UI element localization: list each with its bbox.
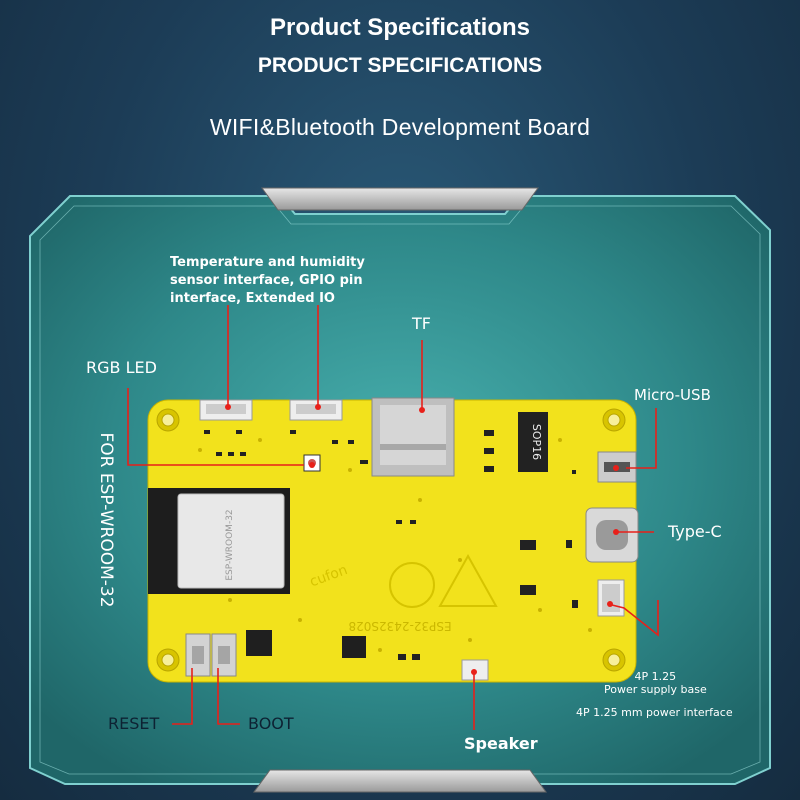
- power-base-line-1: 4P 1.25: [634, 670, 677, 683]
- sensor-interface-line-3: interface, Extended IO: [170, 291, 335, 306]
- sensor-interface-line-1: Temperature and humidity: [170, 255, 365, 270]
- pcb-board: ESP-WROOM-32 SOP16: [147, 397, 639, 683]
- chip-label: SOP16: [530, 424, 543, 460]
- page-title-caps: PRODUCT SPECIFICATIONS: [257, 54, 543, 77]
- power-base-line-2: Power supply base: [604, 683, 707, 696]
- reset-label: RESET: [108, 714, 160, 733]
- sensor-interface-line-2: sensor interface, GPIO pin: [170, 273, 363, 288]
- callout-lines: [127, 305, 659, 730]
- sensor-interface-label: Temperature and humidity sensor interfac…: [170, 254, 365, 308]
- page-subtitle: WIFI&Bluetooth Development Board: [209, 114, 591, 140]
- module-text: ESP-WROOM-32: [225, 509, 235, 580]
- speaker-label: Speaker: [464, 734, 538, 753]
- micro-usb-label: Micro-USB: [634, 386, 711, 404]
- rgb-led-label: RGB LED: [86, 358, 157, 377]
- power-interface-label: 4P 1.25 mm power interface: [576, 706, 733, 719]
- board-model: ESP32-2432S028: [348, 619, 451, 633]
- tf-label: TF: [412, 314, 431, 333]
- boot-label: BOOT: [248, 714, 294, 733]
- power-base-label: 4P 1.25 Power supply base: [604, 670, 707, 696]
- type-c-label: Type-C: [668, 522, 722, 541]
- esp-module-label: FOR ESP-WROOM-32: [96, 432, 116, 608]
- page-title: Product Specifications: [269, 14, 531, 41]
